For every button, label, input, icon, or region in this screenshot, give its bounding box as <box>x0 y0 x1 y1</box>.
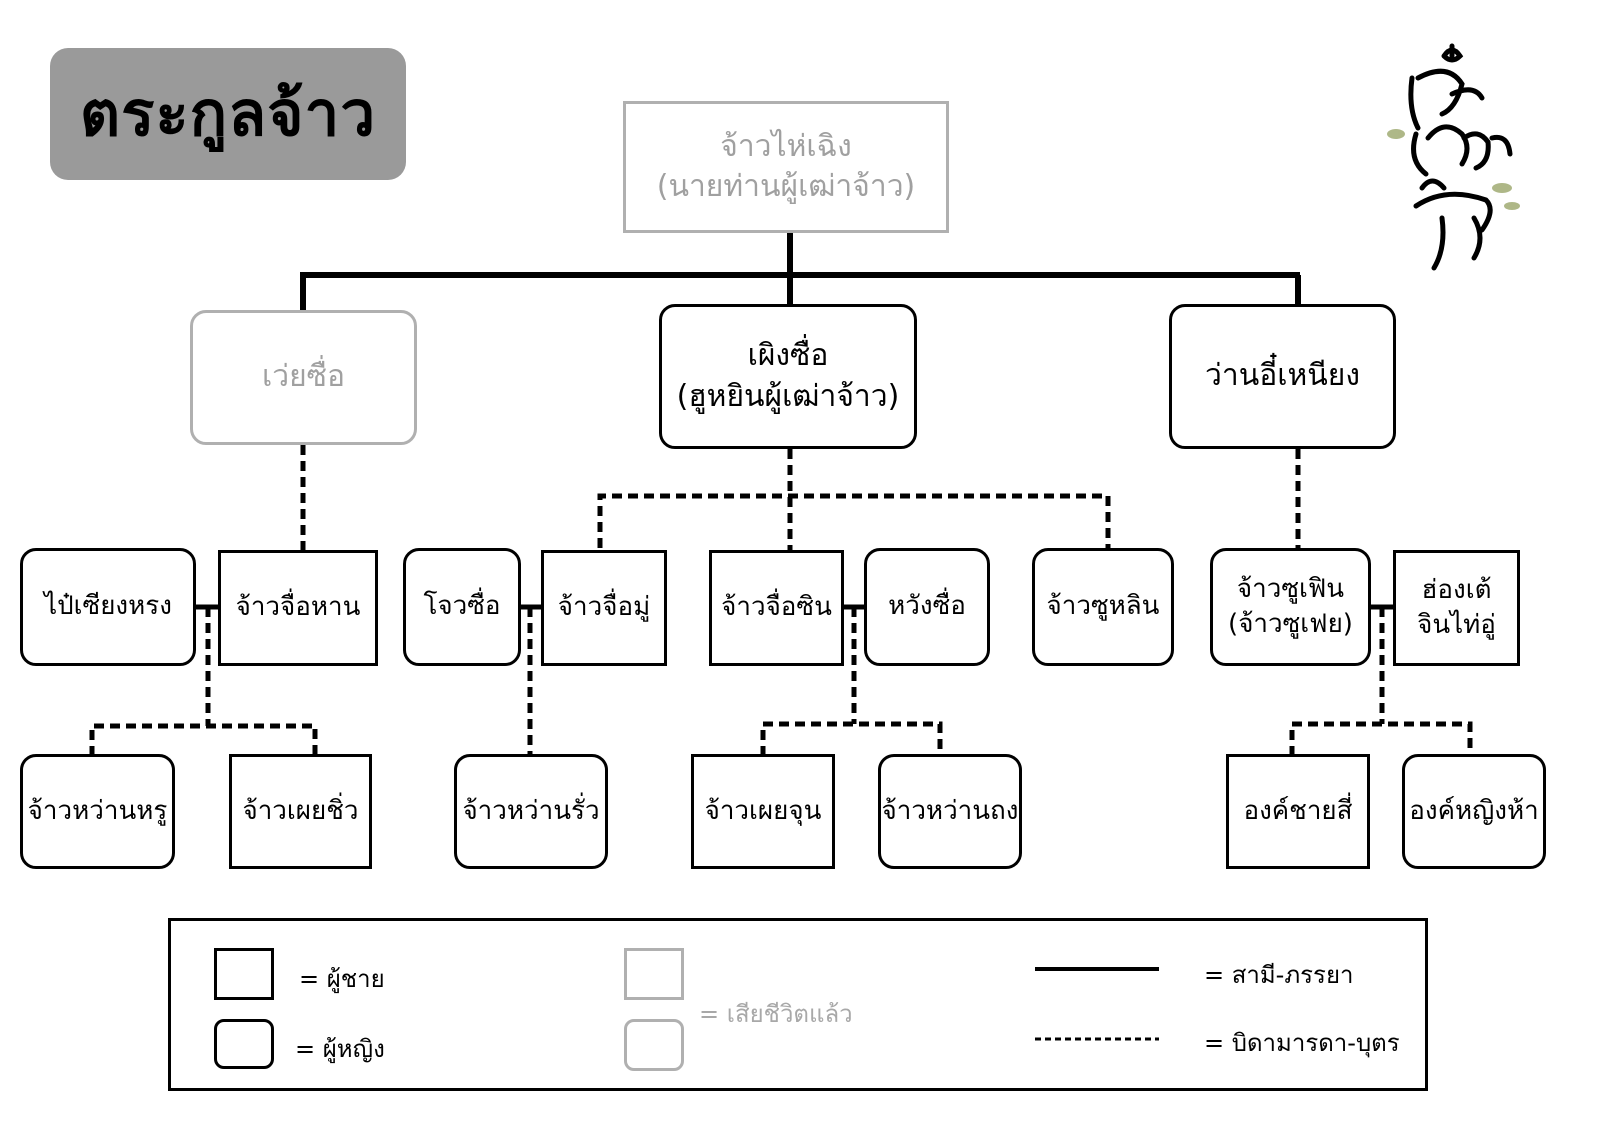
node-name: โจวซื่อ <box>423 591 501 622</box>
parent-child-line <box>1289 721 1473 756</box>
legend-deceased-label: = เสียชีวิตแล้ว <box>699 1000 853 1028</box>
node-name: จ้าวเผยจุน <box>704 795 822 826</box>
node-wan-yi-niang: ว่านอี๋เหนียง <box>1169 304 1396 449</box>
node-zhao-zi-han: จ้าวจื่อหาน <box>218 550 378 666</box>
node-name: องค์ชายสี่ <box>1243 795 1353 826</box>
node-zhao-wan-rui: จ้าวหว่านรั่ว <box>454 754 608 869</box>
node-name: จ้าวเผยชิ่ว <box>242 795 359 826</box>
node-zhao-su-lin: จ้าวซูหลิน <box>1032 548 1174 666</box>
node-name: ฮ่องเต้ <box>1421 574 1492 605</box>
node-name: จ้าวหว่านรั่ว <box>462 795 600 826</box>
node-emperor: ฮ่องเต้ จินไท่อู่ <box>1393 550 1520 666</box>
parent-child-line <box>89 723 318 756</box>
legend-female-label: = ผู้หญิง <box>295 1035 385 1063</box>
parent-child-line <box>597 493 1111 548</box>
node-zhao-pei-qiu: จ้าวเผยชิ่ว <box>229 754 372 869</box>
legend: = ผู้ชาย = ผู้หญิง = เสียชีวิตแล้ว = สาม… <box>168 918 1428 1091</box>
node-name: เว่ยซื่อ <box>261 359 346 395</box>
title-badge: ตระกูลจ้าว <box>50 48 406 180</box>
legend-male-label: = ผู้ชาย <box>299 965 385 993</box>
node-qiao-shi: โจวซื่อ <box>403 548 521 666</box>
node-name: จ้าวซูเฟิน <box>1236 573 1345 604</box>
node-name: หวังซื่อ <box>888 591 966 622</box>
legend-spouse-label: = สามี-ภรรยา <box>1204 961 1354 989</box>
node-title: (ฮูหยินผู้เฒ่าจ้าว) <box>676 378 900 414</box>
node-name: จ้าวจื่อหาน <box>235 592 361 623</box>
node-name: จ้าวหว่านถง <box>881 795 1019 826</box>
node-peng-shi: เผิงซื่อ (ฮูหยินผู้เฒ่าจ้าว) <box>659 304 917 449</box>
parent-child-line <box>760 721 943 756</box>
node-name: ว่านอี๋เหนียง <box>1205 358 1360 394</box>
node-zhao-zi-xin: จ้าวจื่อซิน <box>709 550 844 666</box>
node-zhao-zi-mu: จ้าวจื่อมู่ <box>541 550 667 666</box>
node-fifth-princess: องค์หญิงห้า <box>1402 754 1546 869</box>
node-zhao-wan-ru: จ้าวหว่านหรู <box>20 754 175 869</box>
node-alias: (จ้าวซูเฟย) <box>1228 609 1353 639</box>
legend-line-samples <box>1035 967 1159 1041</box>
node-name: จ้าวจื่อมู่ <box>557 592 651 623</box>
node-name: จ้าวไห่เฉิง <box>720 128 852 164</box>
node-zhao-wan-tong: จ้าวหว่านถง <box>878 754 1022 869</box>
node-name: เผิงซื่อ <box>747 338 829 373</box>
node-name: องค์หญิงห้า <box>1409 795 1539 826</box>
page-title: ตระกูลจ้าว <box>79 77 377 150</box>
legend-female-swatch <box>214 1019 274 1069</box>
legend-male-swatch <box>214 948 274 1000</box>
node-name: จ้าวหว่านหรู <box>27 795 168 826</box>
node-zhao-su-fen: จ้าวซูเฟิน (จ้าวซูเฟย) <box>1210 548 1371 666</box>
node-patriarch: จ้าวไห่เฉิง (นายท่านผู้เฒ่าจ้าว) <box>623 101 949 233</box>
node-name-2: จินไท่อู่ <box>1417 610 1496 640</box>
legend-parent-child-label: = บิดามารดา-บุตร <box>1204 1029 1400 1057</box>
node-name: จ้าวซูหลิน <box>1046 591 1160 622</box>
calligraphy-logo-icon <box>1387 43 1520 271</box>
node-bai-xiang-rong: ไป๋เซียงหรง <box>20 548 196 666</box>
node-name: ไป๋เซียงหรง <box>44 591 172 622</box>
node-name: จ้าวจื่อซิน <box>721 592 832 623</box>
legend-deceased-female-swatch <box>624 1019 684 1071</box>
node-fourth-prince: องค์ชายสี่ <box>1226 754 1370 869</box>
legend-deceased-male-swatch <box>624 948 684 1000</box>
node-wang-shi: หวังซื่อ <box>864 548 990 666</box>
node-zhao-pei-jun: จ้าวเผยจุน <box>691 754 835 869</box>
node-wei-shi: เว่ยซื่อ <box>190 310 417 445</box>
node-title: (นายท่านผู้เฒ่าจ้าว) <box>656 169 916 204</box>
